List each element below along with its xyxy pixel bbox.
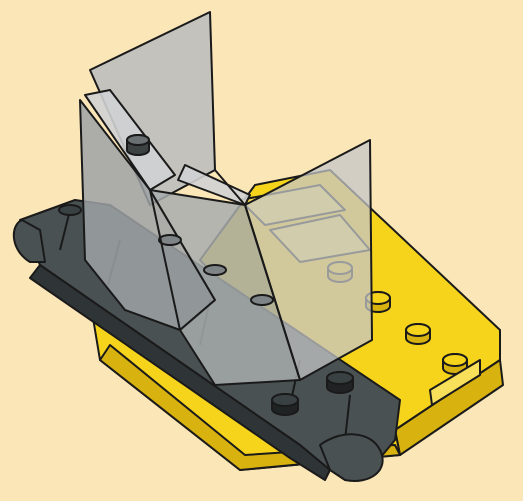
instruction-illustration [0, 0, 523, 501]
build-step-drawing [0, 0, 523, 501]
